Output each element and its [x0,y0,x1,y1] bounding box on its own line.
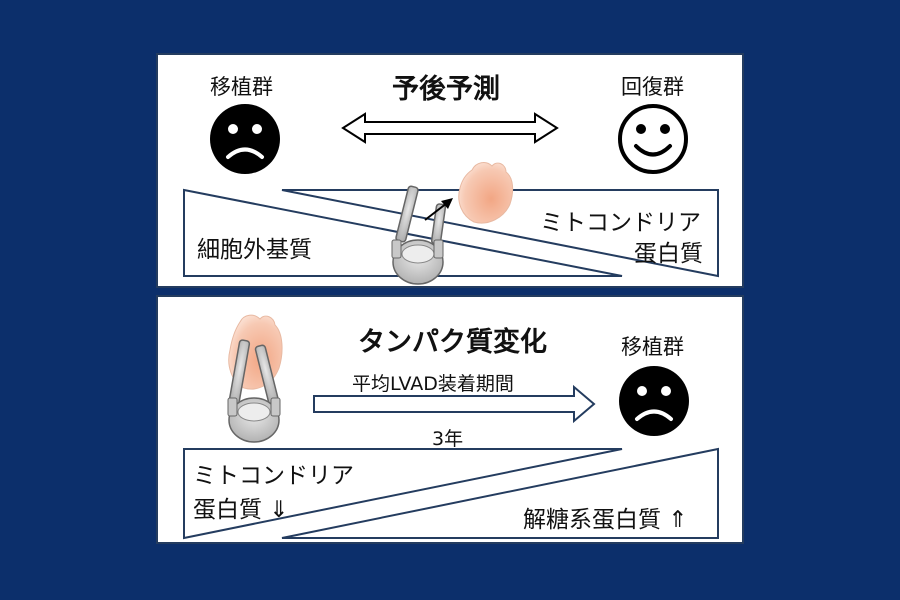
ecm-label: 細胞外基質 [197,237,312,263]
mito-label-line1: ミトコンドリア [540,210,701,236]
transplant-group-label: 移植群 [621,335,684,359]
mito-label-line2: 蛋白質 [634,241,703,267]
heart-icon [458,162,514,224]
arrow-icon [424,198,453,221]
transplant-group-label: 移植群 [210,75,273,99]
mito-decrease-line2: 蛋白質 ⇓ [193,497,289,523]
mito-decrease-triangle [183,448,623,540]
sad-face-icon [210,104,280,174]
lvad-device-icon [391,185,447,285]
lvad-duration-label: 平均LVAD装着期間 [352,373,514,395]
glycolysis-increase-label: 解糖系蛋白質 ⇑ [523,507,688,533]
protein-change-title: タンパク質変化 [358,327,547,358]
mito-decrease-line1: ミトコンドリア [193,463,354,489]
lvad-device-icon [227,339,281,443]
double-arrow-icon [341,112,559,144]
duration-value: 3年 [432,428,464,450]
sad-face-icon [619,366,689,436]
recovery-group-label: 回復群 [621,75,684,99]
prognosis-title: 予後予測 [392,74,500,105]
right-arrow-icon [313,384,596,424]
glycolysis-increase-triangle [281,447,719,539]
happy-face-icon [618,104,688,174]
